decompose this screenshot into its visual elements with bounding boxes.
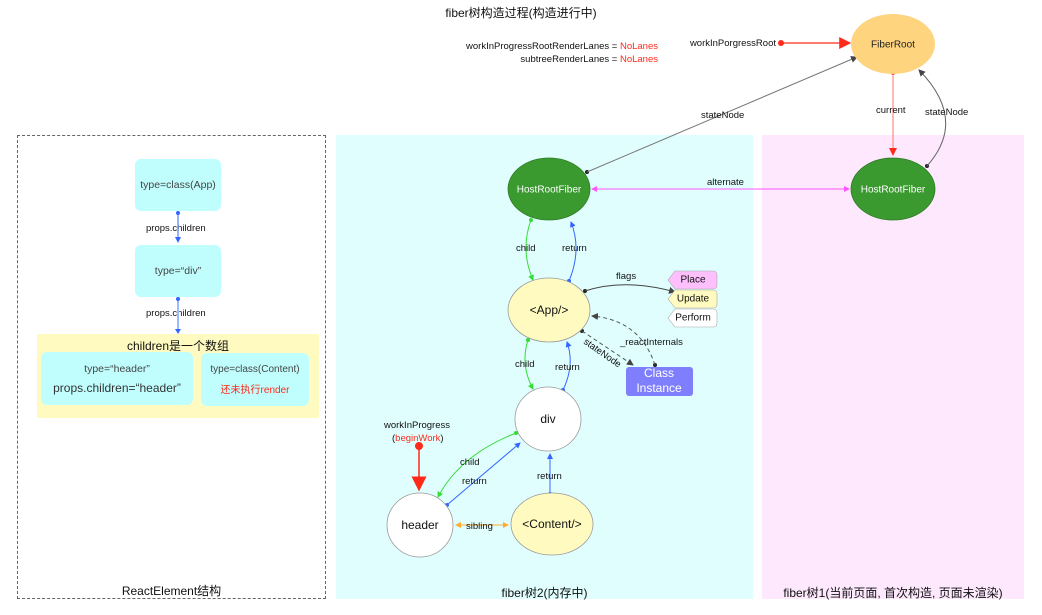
flag-place-label: Place [680,275,705,286]
tree1-host-root-fiber-node[interactable]: HostRootFiber [850,157,936,221]
return-label-1: return [562,243,587,254]
element-edge-label-1: props.children [146,223,206,234]
work-in-progress-label: workInProgress [384,420,450,431]
begin-work-name: beginWork [395,433,441,444]
cross-state-node-label: stateNode [701,110,745,121]
element-content-box[interactable]: type=class(Content) 还未执行render [201,353,309,406]
work-in-progress-root-label: workInPorgressRoot [689,38,776,49]
begin-work-open: ( [392,433,396,444]
content-fiber-node[interactable]: <Content/> [510,492,594,556]
child-edge-div-header [437,431,518,498]
work-in-progress-edge [411,442,427,492]
subtree-render-lanes-value: NoLanes [619,54,658,65]
child-edge-root-app [525,218,534,281]
root-render-lanes-label: workInProgressRootRenderLanes = [466,41,620,52]
child-label-3: child [460,457,480,468]
div-fiber-label: div [540,412,555,426]
begin-work-close: ) [440,433,444,444]
child-label-1: child [516,243,536,254]
element-header-box[interactable]: type=“header” props.children=“header” [41,352,193,405]
element-div-box[interactable]: type=“div” [135,245,221,297]
content-note: 还未执行render [220,384,290,396]
fiber-tree2-caption: fiber树2(内存中) [501,586,588,600]
sibling-label: sibling [466,521,493,532]
header-fiber-node[interactable]: header [386,492,454,558]
element-edge-label-2: props.children [146,308,206,319]
tree2-host-root-fiber-node[interactable]: HostRootFiber [507,157,591,221]
work-in-progress-root-edge [778,37,852,49]
children-array-title: children是一个数组 [126,339,230,353]
subtree-render-lanes-label: subtreeRenderLanes = [520,54,620,65]
class-instance-line2: Instance [636,381,682,395]
fiber-root-node[interactable]: FiberRoot [851,14,935,74]
tree1-state-node-label: stateNode [925,107,969,118]
flag-update-label: Update [677,294,710,305]
return-label-3: return [462,476,487,487]
alternate-label: alternate [707,177,744,188]
tree2-state-node-edge [585,56,858,174]
flag-perform[interactable]: Perform [667,308,718,328]
flag-place[interactable]: Place [667,270,718,290]
element-edge-app-div [175,211,181,243]
tree1-host-root-fiber-label: HostRootFiber [861,185,926,196]
flag-perform-label: Perform [675,313,711,324]
header-fiber-label: header [401,518,438,532]
fiber-tree1-caption: fiber树1(当前页面, 首次构造, 页面未渲染) [783,586,1003,600]
return-label-4: return [537,471,562,482]
element-app-box[interactable]: type=class(App) [135,159,221,211]
child-label-2: child [515,359,535,370]
current-label: current [876,105,906,116]
child-edge-app-div [524,338,534,390]
react-element-caption: ReactElement结构 [121,584,222,598]
return-label-2: return [555,362,580,373]
root-render-lanes-value: NoLanes [619,41,658,52]
div-fiber-node[interactable]: div [514,386,582,452]
root-render-lanes: workInProgressRootRenderLanes = NoLanes [466,41,658,52]
class-instance-line1: Class [644,366,674,380]
flags-label: flags [616,271,637,282]
app-state-node-label: stateNode [581,336,623,370]
flag-update[interactable]: Update [667,289,718,309]
diagram-title: fiber树构造过程(构造进行中) [445,6,597,20]
tree2-host-root-fiber-label: HostRootFiber [517,185,582,196]
content-type: type=class(Content) [210,363,300,375]
react-internals-label: _reactInternals [620,337,683,348]
app-fiber-node[interactable]: <App/> [507,277,591,343]
app-fiber-label: <App/> [530,303,569,317]
flags-edge [583,284,676,294]
content-fiber-label: <Content/> [522,517,581,531]
react-internals-edge [591,313,657,367]
class-instance-node[interactable]: Class Instance [626,366,693,396]
header-type: type=“header” [84,362,150,375]
begin-work-label: (beginWork) [392,433,444,444]
fiber-root-label: FiberRoot [871,40,915,51]
subtree-render-lanes: subtreeRenderLanes = NoLanes [520,54,658,65]
header-props: props.children=“header” [53,380,181,395]
return-edge-header-div [445,442,521,507]
tree1-state-node-edge [918,69,947,168]
element-edge-div-array [175,297,181,334]
